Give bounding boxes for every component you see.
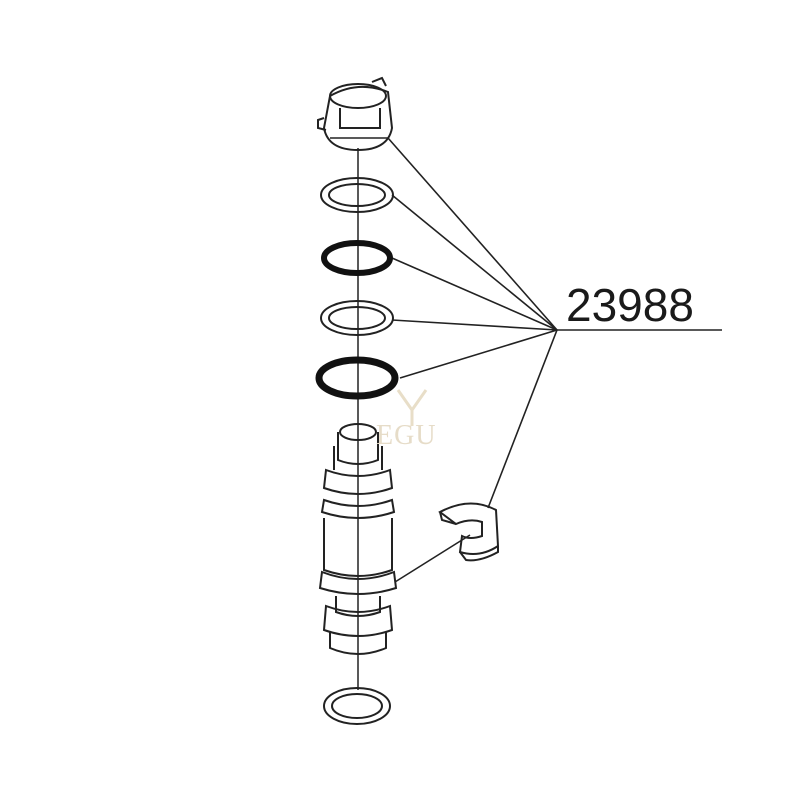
o-ring-2	[321, 240, 393, 276]
cartridge-body	[318, 423, 398, 655]
top-cap-part	[317, 76, 394, 152]
part-number-label: 23988	[566, 279, 694, 331]
o-ring-4	[315, 356, 399, 400]
o-ring-1	[320, 177, 394, 213]
o-ring-3	[320, 300, 394, 336]
leader-lines	[387, 137, 722, 583]
c-clip-part	[438, 502, 500, 562]
watermark-text: EGU	[376, 420, 437, 451]
watermark-logo-mark	[396, 389, 428, 426]
o-ring-bottom	[323, 687, 391, 725]
